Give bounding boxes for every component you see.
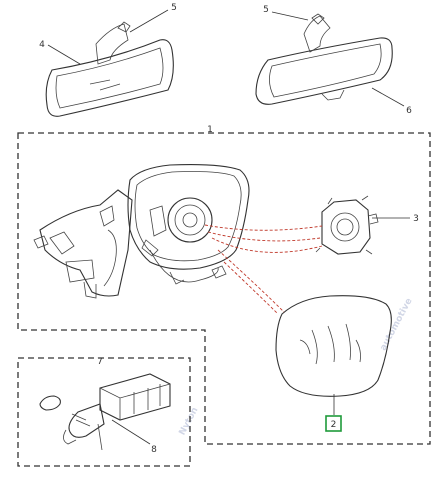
watermark-subtitle: automotive — [379, 297, 415, 353]
exterior-mirror-housing[interactable] — [33, 164, 250, 299]
watermark: Nyton automotive — [178, 297, 415, 437]
leader-lines — [47, 9, 410, 445]
watermark-brand: Nyton — [178, 406, 201, 437]
interior-mirror-right[interactable] — [255, 13, 393, 105]
callout-2[interactable]: 2 — [331, 420, 337, 430]
callout-5-right[interactable]: 5 — [263, 5, 269, 15]
group-1-boundary — [17, 132, 431, 445]
callout-1[interactable]: 1 — [207, 125, 213, 135]
callout-5-left[interactable]: 5 — [171, 3, 177, 13]
relation-lines — [204, 224, 323, 315]
bulb-harness[interactable] — [39, 373, 171, 451]
callout-8[interactable]: 8 — [151, 445, 157, 455]
group-7-boundary — [17, 357, 191, 467]
mirror-motor-bracket[interactable] — [315, 195, 379, 255]
interior-mirror-left[interactable] — [45, 21, 174, 117]
callout-4[interactable]: 4 — [39, 40, 45, 50]
mirror-glass[interactable] — [275, 295, 392, 397]
callout-6[interactable]: 6 — [406, 106, 412, 116]
callout-3[interactable]: 3 — [413, 214, 419, 224]
callout-7[interactable]: 7 — [97, 357, 103, 367]
callout-2-highlight — [325, 415, 342, 432]
